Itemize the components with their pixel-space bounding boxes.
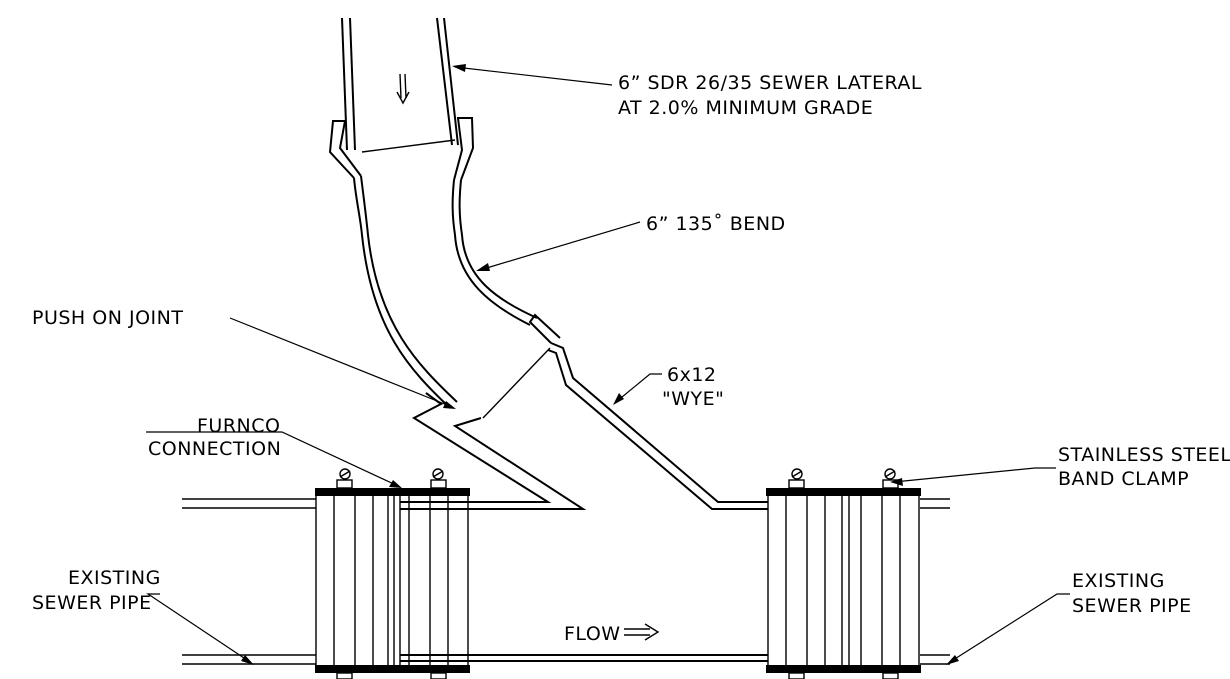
- lateral-label-line1: 6” SDR 26/35 SEWER LATERAL: [618, 72, 922, 94]
- existing-sewer-pipe: [182, 498, 950, 665]
- lateral-flow-arrow-icon: [396, 73, 410, 105]
- existing-right-label-line1: EXISTING: [1072, 570, 1165, 592]
- lateral-label-line2: AT 2.0% MINIMUM GRADE: [618, 97, 873, 119]
- furnco-coupling-left: [315, 468, 470, 679]
- wye-fitting: [400, 313, 768, 662]
- clamp-screw-icon: [882, 468, 899, 489]
- clamp-label-line2: BAND CLAMP: [1058, 468, 1189, 490]
- clamp-screw-icon: [788, 468, 805, 489]
- existing-left-label-line2: SEWER PIPE: [32, 592, 152, 614]
- push-joint-label: PUSH ON JOINT: [32, 307, 183, 329]
- clamp-screw-icon: [430, 468, 447, 489]
- flow-label: FLOW: [564, 623, 621, 645]
- wye-label-line2: "WYE": [662, 388, 724, 410]
- bend-135: [328, 117, 538, 409]
- leader-lines: [146, 64, 1070, 665]
- existing-left-label-line1: EXISTING: [68, 567, 161, 589]
- flow-arrow-icon: [624, 623, 660, 641]
- furnco-label-line1: FURNCO: [197, 415, 280, 437]
- existing-right-label-line2: SEWER PIPE: [1072, 595, 1192, 617]
- clamp-screw-icon: [336, 672, 447, 679]
- band-clamp-coupling-right: [766, 468, 921, 679]
- wye-label-line1: 6x12: [667, 364, 717, 386]
- sewer-lateral-pipe: [341, 17, 459, 151]
- clamp-label-line1: STAINLESS STEEL: [1058, 444, 1230, 466]
- clamp-screw-icon: [788, 672, 899, 679]
- clamp-screw-icon: [336, 468, 353, 489]
- furnco-label-line2: CONNECTION: [148, 438, 281, 460]
- bend-label: 6” 135˚ BEND: [646, 213, 786, 235]
